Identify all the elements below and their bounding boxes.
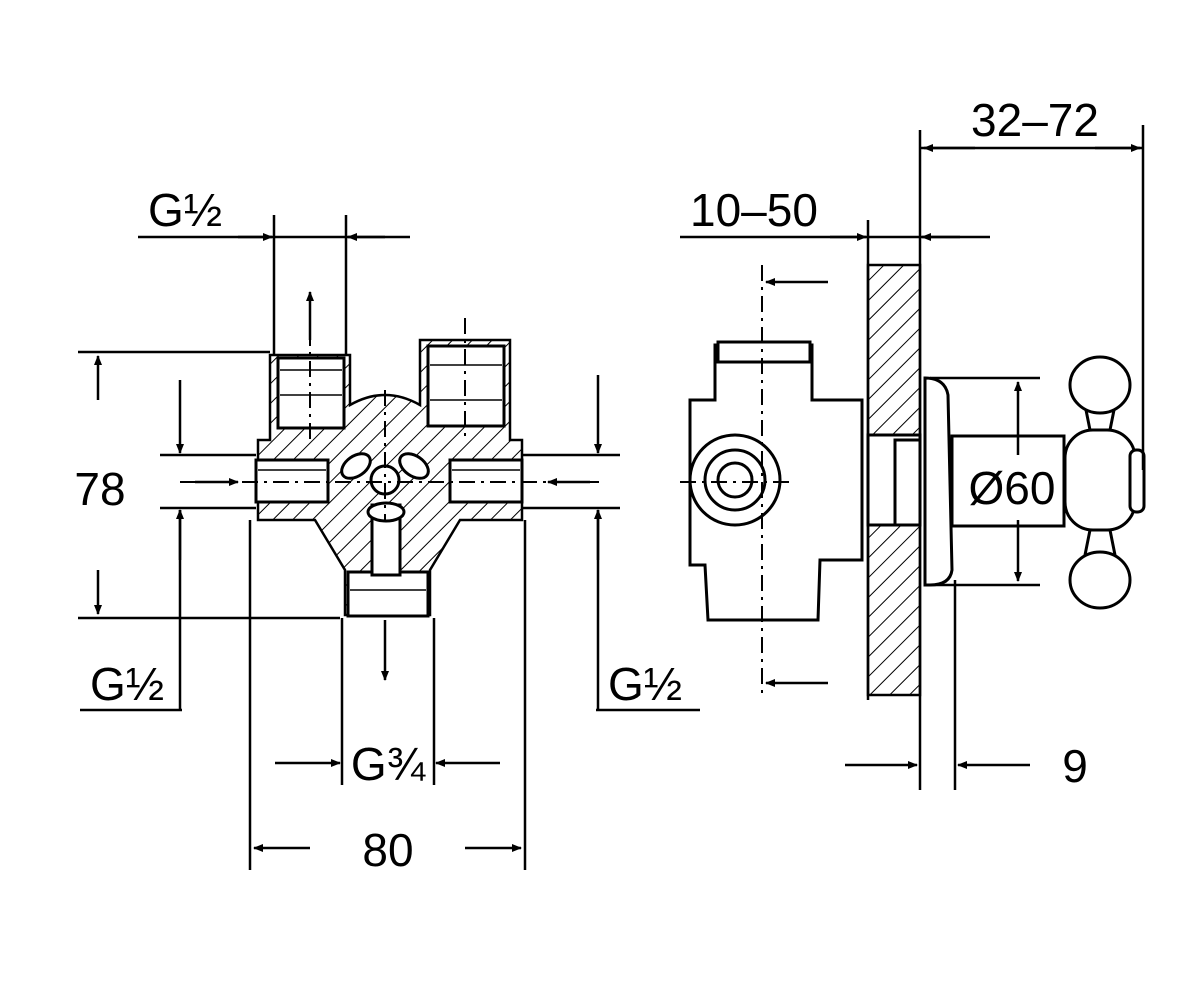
spindle-extension bbox=[950, 434, 1066, 528]
rosette-diameter-label: Ø60 bbox=[969, 462, 1056, 514]
left-inlet-thread-label: G½ bbox=[90, 658, 164, 710]
width-dimension-label: 80 bbox=[362, 824, 413, 876]
height-dimension-label: 78 bbox=[74, 463, 125, 515]
rosette-thickness-label: 9 bbox=[1062, 740, 1088, 792]
outlet-thread-label: G¾ bbox=[351, 738, 426, 790]
right-inlet-thread-label: G½ bbox=[608, 658, 682, 710]
stem-sleeve bbox=[893, 438, 922, 527]
side-installation-view: 10–50 32–72 Ø60 9 bbox=[680, 94, 1146, 792]
cross-handle bbox=[1063, 355, 1146, 610]
rosette bbox=[923, 376, 954, 587]
projection-range-label: 32–72 bbox=[971, 94, 1099, 146]
top-thread-label: G½ bbox=[148, 184, 222, 236]
front-section-view: 78 G½ G½ G½ G¾ 80 bbox=[74, 184, 700, 876]
bottom-outlet-port bbox=[346, 570, 430, 618]
depth-range-label: 10–50 bbox=[690, 184, 818, 236]
